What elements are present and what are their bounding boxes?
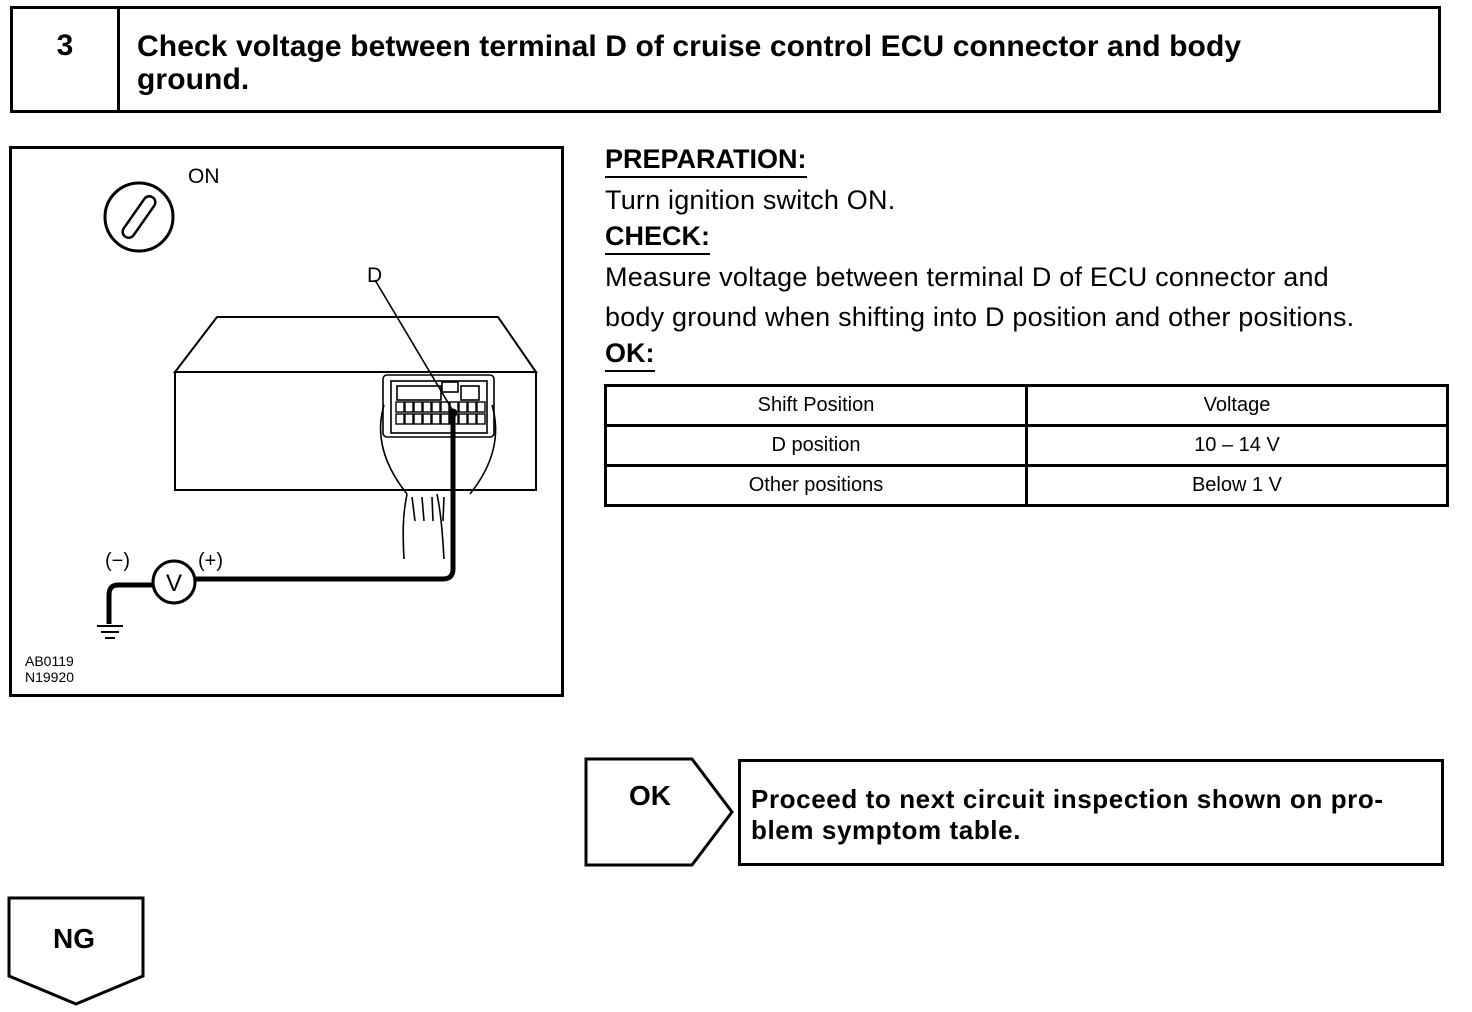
procedure-section: PREPARATION: Turn ignition switch ON. CH…: [605, 143, 1450, 374]
connector-pin: [404, 413, 414, 425]
negative-test-lead: [106, 582, 153, 624]
voltmeter-icon: V: [151, 559, 197, 605]
connector-pin: [458, 401, 468, 413]
check-text-line-1: Measure voltage between terminal D of EC…: [605, 262, 1329, 292]
table-cell: D position: [604, 424, 1028, 467]
connector-pin: [404, 401, 414, 413]
connector-pin: [422, 401, 432, 413]
terminal-d-label: D: [367, 264, 382, 287]
positive-terminal-label: (+): [198, 550, 223, 572]
preparation-text: Turn ignition switch ON.: [605, 185, 896, 215]
step-title: Check voltage between terminal D of crui…: [120, 9, 1438, 110]
spec-table: Shift Position Voltage D position 10 – 1…: [604, 384, 1449, 507]
wiring-diagram-svg: ON D: [25, 165, 538, 685]
ignition-switch-icon: [103, 181, 175, 253]
step-number: 3: [13, 9, 120, 110]
step-title-line-1: Check voltage between terminal D of crui…: [137, 30, 1242, 63]
connector-pin: [413, 401, 423, 413]
wiring-illustration: ON D: [9, 146, 564, 697]
connector-pin: [440, 401, 450, 413]
ignition-on-label: ON: [188, 165, 220, 188]
connector-pin: [413, 413, 423, 425]
table-header-cell: Shift Position: [604, 384, 1028, 427]
connector-pins: [395, 401, 486, 425]
ok-heading: OK:: [605, 337, 655, 372]
ng-result-label: NG: [53, 923, 95, 954]
connector-pin: [431, 413, 441, 425]
step-title-line-2: ground.: [137, 63, 250, 96]
figure-code-2: N19920: [25, 669, 74, 685]
table-header-cell: Voltage: [1025, 384, 1449, 427]
ground-symbol-icon: [97, 625, 123, 639]
connector-pin: [431, 401, 441, 413]
voltmeter-symbol: V: [166, 570, 182, 597]
connector-pin: [467, 401, 477, 413]
step-header: 3 Check voltage between terminal D of cr…: [10, 6, 1441, 113]
connector-pin: [395, 413, 405, 425]
table-cell: Other positions: [604, 464, 1028, 507]
table-cell: 10 – 14 V: [1025, 424, 1449, 467]
figure-code-1: AB0119: [25, 653, 74, 669]
ecu-unit-icon: [172, 316, 538, 491]
connector-pin: [422, 413, 432, 425]
ng-arrow-shape: [7, 896, 145, 1006]
connector-pin: [476, 413, 486, 425]
ecu-connector-icon: [379, 374, 497, 560]
ok-result-label: OK: [629, 780, 671, 811]
ok-result-text: Proceed to next circuit inspection shown…: [738, 759, 1444, 866]
ok-result-line-1: Proceed to next circuit inspection shown…: [751, 784, 1384, 814]
negative-terminal-label: (−): [105, 550, 130, 572]
connector-pin: [458, 413, 468, 425]
connector-pin: [467, 413, 477, 425]
preparation-heading: PREPARATION:: [605, 143, 807, 178]
check-text-line-2: body ground when shifting into D positio…: [605, 302, 1355, 332]
ok-result-line-2: blem symptom table.: [751, 815, 1022, 845]
connector-pin: [440, 413, 450, 425]
table-cell: Below 1 V: [1025, 464, 1449, 507]
check-heading: CHECK:: [605, 220, 710, 255]
ok-arrow-shape: [584, 757, 734, 867]
terminal-d-leader: [374, 279, 458, 418]
table-row: D position 10 – 14 V: [604, 424, 1449, 467]
connector-pin: [476, 401, 486, 413]
connector-pin: [395, 401, 405, 413]
table-header-row: Shift Position Voltage: [604, 384, 1449, 427]
positive-test-lead: [194, 413, 456, 582]
table-row: Other positions Below 1 V: [604, 464, 1449, 507]
